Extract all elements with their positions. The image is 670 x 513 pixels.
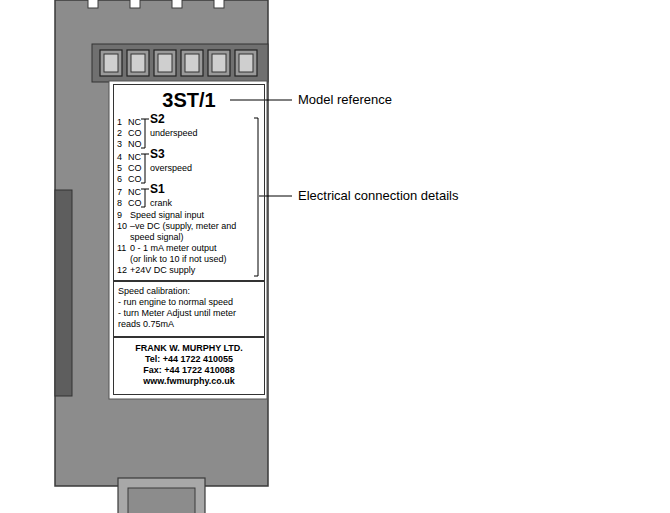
label-text: - run engine to normal speed — [118, 297, 260, 308]
side-rail — [55, 190, 72, 396]
leader-lines — [230, 100, 292, 196]
connection-text: Speed signal input — [130, 210, 204, 221]
terminal-strip — [92, 44, 268, 82]
connection-text: underspeed — [150, 128, 198, 139]
label-text: FRANK W. MURPHY LTD. — [117, 343, 261, 354]
maker-box: FRANK W. MURPHY LTD.Tel: +44 1722 410055… — [113, 337, 265, 395]
calibration-box: Speed calibration:- run engine to normal… — [113, 281, 265, 337]
connection-text: crank — [150, 198, 172, 209]
top-notches — [88, 0, 224, 8]
connection-text: NC — [128, 187, 141, 198]
connection-text: 8 — [117, 198, 122, 209]
switch-name: S2 — [150, 112, 165, 127]
connection-text: 11 — [117, 243, 126, 254]
connection-text: overspeed — [150, 163, 192, 174]
connection-text: 10 — [117, 221, 127, 232]
tab-slot — [128, 488, 195, 513]
connection-text: CO — [128, 128, 142, 139]
connection-text: CO — [128, 163, 142, 174]
label-text: Fax: +44 1722 410088 — [117, 365, 261, 376]
connection-text: CO — [128, 198, 142, 209]
connection-text: 9 — [117, 210, 122, 221]
connection-text: 1 — [117, 117, 122, 128]
connection-text: NC — [128, 152, 141, 163]
label-text: - turn Meter Adjust until meter reads 0.… — [118, 308, 238, 330]
connection-text: 4 — [117, 152, 122, 163]
callout-text: Electrical connection details — [298, 188, 458, 204]
connection-text: NC — [128, 117, 141, 128]
terminal-blocks — [100, 50, 257, 76]
connection-text: 3 — [117, 139, 122, 150]
connection-text: 12 — [117, 265, 127, 276]
connection-text: NO — [128, 139, 142, 150]
label-plate — [109, 81, 267, 399]
connection-text: +24V DC supply — [130, 265, 195, 276]
label-text: www.fwmurphy.co.uk — [117, 376, 261, 387]
connection-text: 2 — [117, 128, 122, 139]
label-text: Tel: +44 1722 410055 — [117, 354, 261, 365]
connection-text: 6 — [117, 174, 122, 185]
connection-text: 5 — [117, 163, 122, 174]
switch-name: S3 — [150, 147, 165, 162]
connection-text: CO — [128, 174, 142, 185]
switch-name: S1 — [150, 182, 165, 197]
connection-text: 0 - 1 mA meter output (or link to 10 if … — [130, 243, 227, 265]
label-text: 3ST/1 — [117, 88, 261, 112]
connection-text: 7 — [117, 187, 122, 198]
callout-text: Model reference — [298, 92, 392, 108]
bottom-tab — [118, 478, 205, 513]
connection-text: –ve DC (supply, meter and speed signal) — [130, 221, 240, 243]
label-text: Speed calibration: — [118, 286, 260, 297]
housing — [55, 0, 268, 486]
